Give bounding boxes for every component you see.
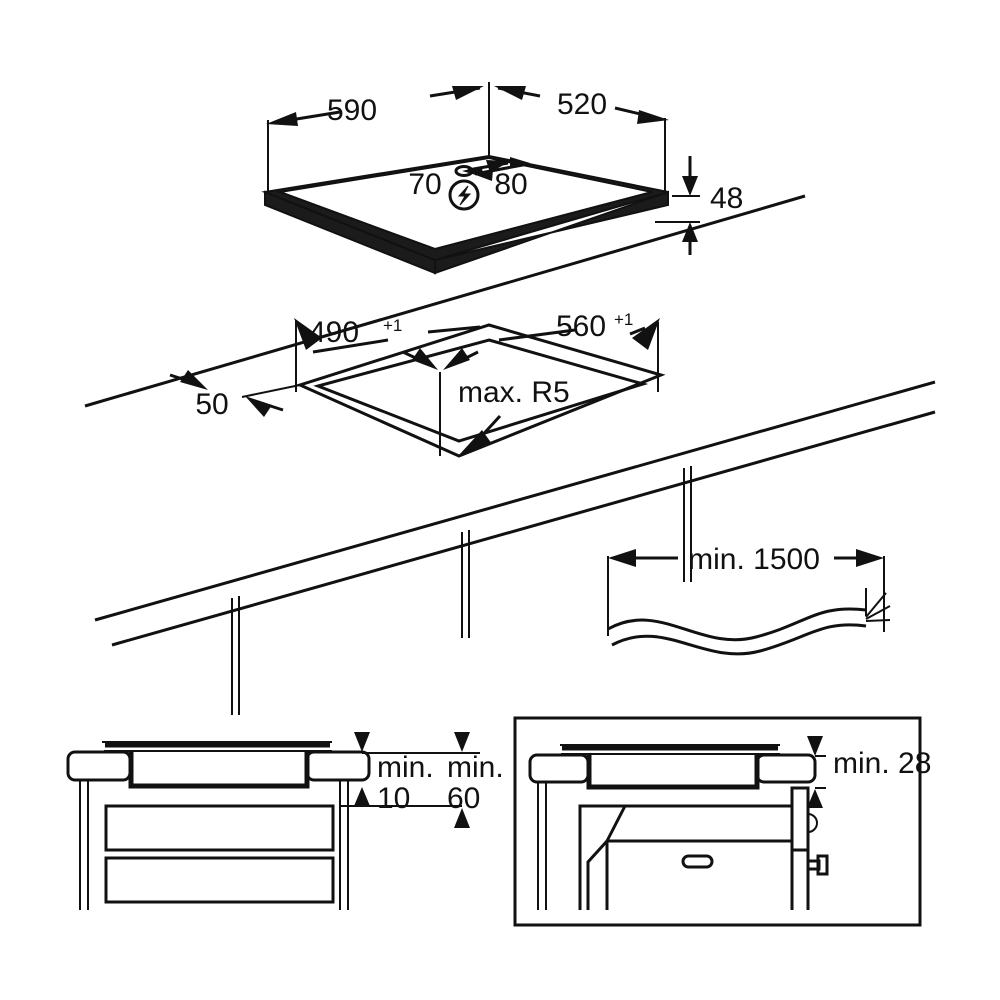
oven-mounting-bracket — [790, 786, 829, 910]
dim-80-label: 80 — [494, 168, 527, 201]
hob-perspective-view: 590 520 — [261, 82, 743, 275]
oven-handle — [681, 854, 714, 869]
dim-min-28-label: min. 28 — [833, 747, 931, 780]
cable-length-view: min. 1500 — [607, 543, 891, 656]
dim-min-60: min. 60 — [340, 732, 504, 828]
dim-590-label: 590 — [327, 94, 377, 127]
lightning-bolt-icon — [448, 179, 480, 211]
dim-560-label: 560 — [556, 310, 606, 343]
dim-48: 48 — [682, 156, 743, 255]
dim-min-28: min. 28 — [807, 736, 931, 808]
cabinet-section-left — [79, 780, 349, 910]
dim-48-label: 48 — [710, 182, 743, 215]
dim-50: 50 — [169, 370, 301, 421]
dim-min-10-value: 10 — [377, 782, 410, 815]
worktop-cutout-view: 490 +1 560 +1 50 — [84, 194, 936, 715]
hob-section-right — [528, 744, 817, 790]
dim-50-label: 50 — [195, 388, 228, 421]
dim-max-r5: max. R5 — [402, 348, 570, 456]
dim-max-r5-label: max. R5 — [458, 376, 570, 409]
power-cable — [607, 588, 891, 656]
section-frame — [513, 716, 922, 927]
hob-section-left — [66, 741, 371, 789]
cabinet-supports — [231, 466, 692, 715]
dim-490: 490 +1 — [294, 316, 481, 392]
hob-extension-lines — [267, 82, 700, 223]
dim-70-80: 70 80 — [408, 157, 530, 201]
dim-min-10: min. 10 — [354, 732, 480, 815]
dim-590: 590 — [266, 86, 484, 127]
dim-520: 520 — [494, 86, 669, 124]
dim-490-label: 490 — [309, 316, 359, 349]
dim-70-label: 70 — [408, 168, 441, 201]
clearance-section-oven-unit: min. 28 — [513, 716, 931, 927]
dim-min-10-prefix: min. — [377, 751, 434, 784]
dim-490-tolerance: +1 — [383, 316, 402, 335]
worktop-front-edge — [94, 380, 936, 647]
dim-560: 560 +1 — [498, 310, 660, 392]
dim-560-tolerance: +1 — [614, 310, 633, 329]
clearance-section-drawer-unit: min. 10 min. 60 — [66, 732, 504, 910]
dim-min-60-prefix: min. — [447, 751, 504, 784]
dim-520-label: 520 — [557, 88, 607, 121]
cable-dim-brackets: min. 1500 — [607, 543, 885, 636]
dim-min-60-value: 60 — [447, 782, 480, 815]
dim-min-1500-label: min. 1500 — [688, 543, 820, 576]
worktop-back-edge — [84, 194, 806, 408]
worktop-cutout-opening — [295, 323, 666, 458]
oven-body — [578, 804, 793, 910]
cabinet-section-right — [537, 782, 547, 910]
